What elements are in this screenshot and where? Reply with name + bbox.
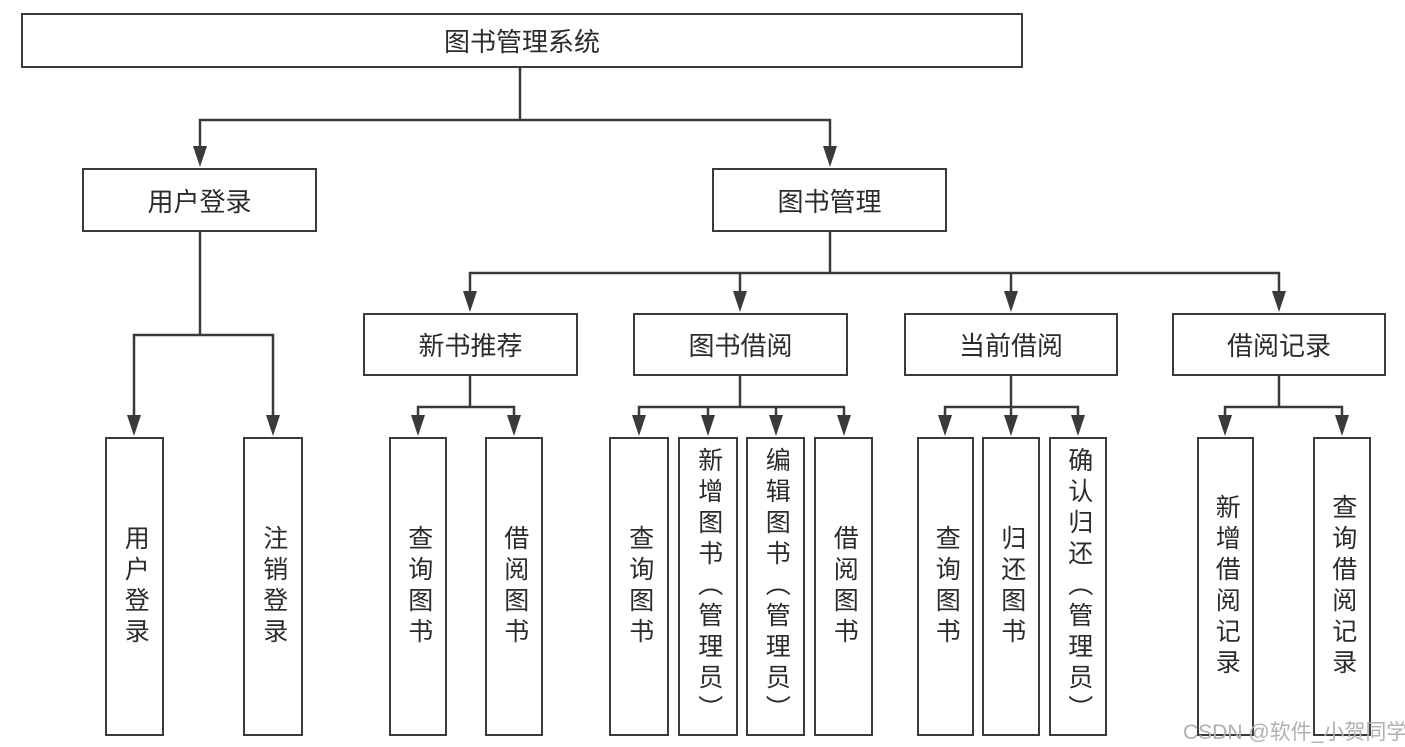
node-label: 查询图书 <box>932 524 961 649</box>
node-leaf-edit-book-admin: 编辑图书（管理员） <box>746 437 805 736</box>
node-label: 图书借阅 <box>688 331 793 361</box>
arrowhead <box>411 415 425 436</box>
node-leaf-query-books-recommend: 查询图书 <box>389 437 447 736</box>
edges-root-to-level2 <box>193 67 837 167</box>
node-label: 查询借阅记录 <box>1328 493 1357 680</box>
arrowhead <box>1218 415 1232 436</box>
node-label: 归还图书 <box>997 524 1026 649</box>
node-label: 编辑图书（管理员） <box>762 447 791 726</box>
arrowhead <box>632 415 646 436</box>
node-label: 图书管理 <box>777 186 882 217</box>
node-label: 借阅记录 <box>1226 331 1331 361</box>
node-label: 图书管理系统 <box>443 27 600 57</box>
node-label: 查询图书 <box>625 524 654 649</box>
node-label: 新书推荐 <box>418 331 523 361</box>
node-label: 用户登录 <box>147 186 252 217</box>
arrowhead <box>127 415 141 436</box>
node-leaf-query-books-borrowing: 查询图书 <box>609 437 669 736</box>
csdn-watermark: CSDN @软件_小贺同学 <box>1183 721 1405 744</box>
node-leaf-query-borrow-record: 查询借阅记录 <box>1313 437 1371 736</box>
node-library-system-root: 图书管理系统 <box>21 13 1023 68</box>
edges-userlogin-to-leaves <box>127 231 280 436</box>
node-label: 确认归还（管理员） <box>1064 447 1093 726</box>
node-leaf-borrow-books-recommend: 借阅图书 <box>485 437 543 736</box>
arrowhead <box>823 146 837 167</box>
node-book-borrowing: 图书借阅 <box>633 313 848 376</box>
edges-current-to-leaves <box>938 375 1085 436</box>
arrowhead <box>837 415 851 436</box>
node-label: 新增图书（管理员） <box>694 447 723 726</box>
arrowhead <box>507 415 521 436</box>
node-leaf-add-book-admin: 新增图书（管理员） <box>678 437 738 736</box>
node-leaf-query-books-current: 查询图书 <box>917 437 974 736</box>
arrowhead <box>701 415 715 436</box>
edges-bookmgmt-to-level3 <box>463 231 1286 312</box>
arrowhead <box>1071 415 1085 436</box>
arrowhead <box>938 415 952 436</box>
node-label: 借阅图书 <box>500 524 529 649</box>
node-user-login: 用户登录 <box>82 168 317 232</box>
node-label: 注销登录 <box>259 524 288 649</box>
node-current-borrowing: 当前借阅 <box>904 313 1118 376</box>
node-label: 当前借阅 <box>958 331 1063 361</box>
node-new-book-recommend: 新书推荐 <box>363 313 578 376</box>
node-book-management: 图书管理 <box>712 168 947 232</box>
node-label: 查询图书 <box>404 524 433 649</box>
arrowhead <box>266 415 280 436</box>
edges-borrowing-to-leaves <box>632 375 851 436</box>
node-leaf-return-book: 归还图书 <box>982 437 1040 736</box>
arrowhead <box>1004 415 1018 436</box>
node-leaf-confirm-return-admin: 确认归还（管理员） <box>1049 437 1107 736</box>
arrowhead <box>733 291 747 312</box>
node-leaf-user-login: 用户登录 <box>105 437 164 736</box>
edges-newbook-to-leaves <box>411 375 521 436</box>
node-leaf-add-borrow-record: 新增借阅记录 <box>1197 437 1254 736</box>
node-label: 借阅图书 <box>830 524 859 649</box>
arrowhead <box>1272 291 1286 312</box>
arrowhead <box>463 291 477 312</box>
arrowhead <box>1335 415 1349 436</box>
edges-records-to-leaves <box>1218 375 1349 436</box>
node-borrowing-records: 借阅记录 <box>1172 313 1386 376</box>
arrowhead <box>1004 291 1018 312</box>
arrowhead <box>193 146 207 167</box>
node-label: 用户登录 <box>121 524 150 649</box>
arrowhead <box>769 415 783 436</box>
node-leaf-logout: 注销登录 <box>243 437 303 736</box>
node-leaf-borrow-books: 借阅图书 <box>814 437 873 736</box>
node-label: 新增借阅记录 <box>1212 493 1241 680</box>
